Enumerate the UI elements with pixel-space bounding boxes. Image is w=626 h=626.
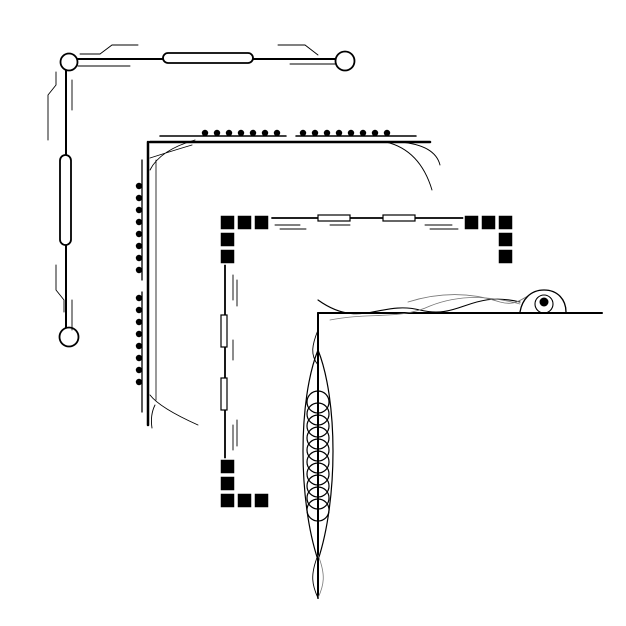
left-dot-column xyxy=(135,182,143,386)
square-cluster-bottom-left xyxy=(219,458,270,509)
end-knob xyxy=(519,289,567,313)
top-capsule xyxy=(162,52,254,64)
corner-frame-dotted xyxy=(135,129,441,429)
left-bar-segment xyxy=(220,377,228,411)
top-bar-segment xyxy=(382,214,416,222)
corner-node-top-right xyxy=(334,50,356,72)
left-bar-segment xyxy=(220,314,228,348)
corner-frame-square-blocks xyxy=(219,214,514,509)
top-bar-segment xyxy=(317,214,351,222)
corner-frame-spiral-wave xyxy=(302,289,603,599)
corner-frame-circle-nodes xyxy=(47,44,356,348)
square-cluster-top-left xyxy=(219,214,270,265)
spiral-coil xyxy=(306,390,330,522)
square-cluster-top-right xyxy=(463,214,514,265)
corner-node-bottom-left xyxy=(58,326,80,348)
left-capsule xyxy=(59,154,72,246)
end-knob-dot xyxy=(539,297,549,307)
top-dot-row xyxy=(201,129,391,137)
corner-node-top-left xyxy=(59,52,79,72)
